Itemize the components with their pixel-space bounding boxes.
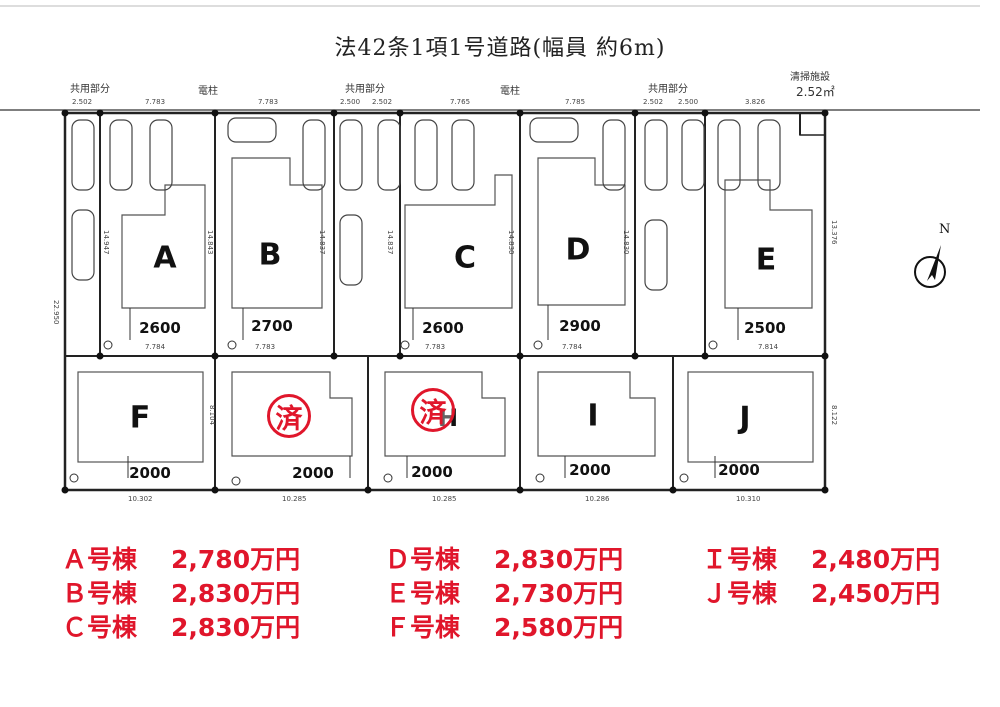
boundary-markers [61,109,829,494]
site-boundary [63,111,827,492]
price-row: Ｄ号棟 2,830万円 [385,543,623,577]
dimension-label: 2.500 [340,98,361,106]
utility-pole-label-1: 電柱 [198,86,218,97]
price-row: Ｂ号棟 2,830万円 [62,577,300,611]
dimension-label: 7.783 [145,98,166,106]
dimension-label: 7.783 [255,343,276,351]
site-plan [0,5,980,494]
width-markers [127,305,739,478]
dimension-label: 7.814 [758,343,779,351]
lot-width-i: 2000 [569,461,611,479]
lot-label-d: D [565,232,591,268]
dimension-label: 7.783 [258,98,279,106]
lot-width-e: 2500 [744,319,786,337]
dimension-label: 7.784 [145,343,166,351]
building-name: Ｃ号棟 [62,613,138,642]
building-name: Ｊ号棟 [702,579,778,608]
building-name: Ｆ号棟 [385,613,461,642]
lot-width-b: 2700 [251,317,293,335]
tree-symbols [69,340,718,486]
dimension-label: 14.830 [622,230,630,255]
north-label: N [939,222,951,237]
top-row-lot-lines [99,113,801,356]
price-row: Ｅ号棟 2,730万円 [385,577,623,611]
lot-label-c: C [453,240,477,276]
building-name: Ｉ号棟 [702,545,778,574]
parking-cars [71,117,781,291]
utility-pole-label-2: 電柱 [500,86,520,97]
dimension-label: 8.104 [208,405,216,426]
sold-stamp: 済 [411,388,455,432]
building-price: 2,830万円 [494,545,624,574]
lot-width-j: 2000 [718,461,760,479]
building-price: 2,830万円 [171,579,301,608]
dimension-label: 14.837 [386,230,394,255]
building-name: Ｂ号棟 [62,579,138,608]
dimension-label: 14.830 [507,230,515,255]
lot-label-e: E [755,242,777,278]
price-row: Ｆ号棟 2,580万円 [385,611,623,645]
dimension-label: 10.310 [736,495,761,503]
building-price: 2,780万円 [171,545,301,574]
lot-width-c: 2600 [422,319,464,337]
lot-width-a: 2600 [139,319,181,337]
dimension-label: 7.783 [425,343,446,351]
lot-width-d: 2900 [559,317,601,335]
dimension-label: 22.950 [52,300,60,325]
north-arrow-icon [914,245,946,288]
building-price: 2,580万円 [494,613,624,642]
building-footprints-top [121,157,813,309]
cleaning-facility-area: 2.52㎡ [796,85,835,99]
price-row: Ａ号棟 2,780万円 [62,543,300,577]
dimension-label: 3.826 [745,98,766,106]
lot-label-a: A [153,240,177,276]
dimension-label: 10.286 [585,495,610,503]
building-price: 2,480万円 [811,545,941,574]
lot-label-j: J [739,400,751,436]
shared-area-label-3: 共用部分 [648,84,688,95]
building-price: 2,450万円 [811,579,941,608]
price-column-2: Ｄ号棟 2,830万円 Ｅ号棟 2,730万円 Ｆ号棟 2,580万円 [385,543,623,645]
lot-width-g: 2000 [292,464,334,482]
dimension-label: 8.122 [830,405,838,426]
building-price: 2,730万円 [494,579,624,608]
building-name: Ｄ号棟 [385,545,461,574]
cleaning-station-box [799,112,826,136]
dimension-label: 10.302 [128,495,153,503]
building-price: 2,830万円 [171,613,301,642]
lot-label-f: F [129,400,151,436]
building-name: Ａ号棟 [62,545,138,574]
lot-label-i: I [587,398,599,434]
price-row: Ｊ号棟 2,450万円 [702,577,940,611]
price-column-1: Ａ号棟 2,780万円 Ｂ号棟 2,830万円 Ｃ号棟 2,830万円 [62,543,300,645]
dimension-label: 13.376 [830,220,838,245]
price-column-3: Ｉ号棟 2,480万円 Ｊ号棟 2,450万円 [702,543,940,611]
price-row: Ｃ号棟 2,830万円 [62,611,300,645]
sold-stamp: 済 [267,394,311,438]
lot-width-h: 2000 [411,463,453,481]
lot-label-b: B [258,237,282,273]
shared-area-label-1: 共用部分 [70,84,110,95]
dimension-label: 14.843 [206,230,214,255]
dimension-label: 2.500 [678,98,699,106]
dimension-label: 2.502 [372,98,393,106]
lot-width-f: 2000 [129,464,171,482]
dimension-label: 10.285 [282,495,307,503]
dimension-label: 10.285 [432,495,457,503]
dimension-label: 14.947 [102,230,110,255]
dimension-label: 2.502 [72,98,93,106]
dimension-label: 7.785 [565,98,586,106]
shared-area-label-2: 共用部分 [345,84,385,95]
road-title: 法42条1項1号道路(幅員 約6m) [334,36,666,61]
price-row: Ｉ号棟 2,480万円 [702,543,940,577]
dimension-label: 14.837 [318,230,326,255]
dimension-label: 7.765 [450,98,471,106]
dimension-label: 7.784 [562,343,583,351]
building-name: Ｅ号棟 [385,579,461,608]
bottom-row-lot-lines [214,356,674,490]
cleaning-facility-label: 清掃施設 [790,72,830,83]
dimension-label: 2.502 [643,98,664,106]
